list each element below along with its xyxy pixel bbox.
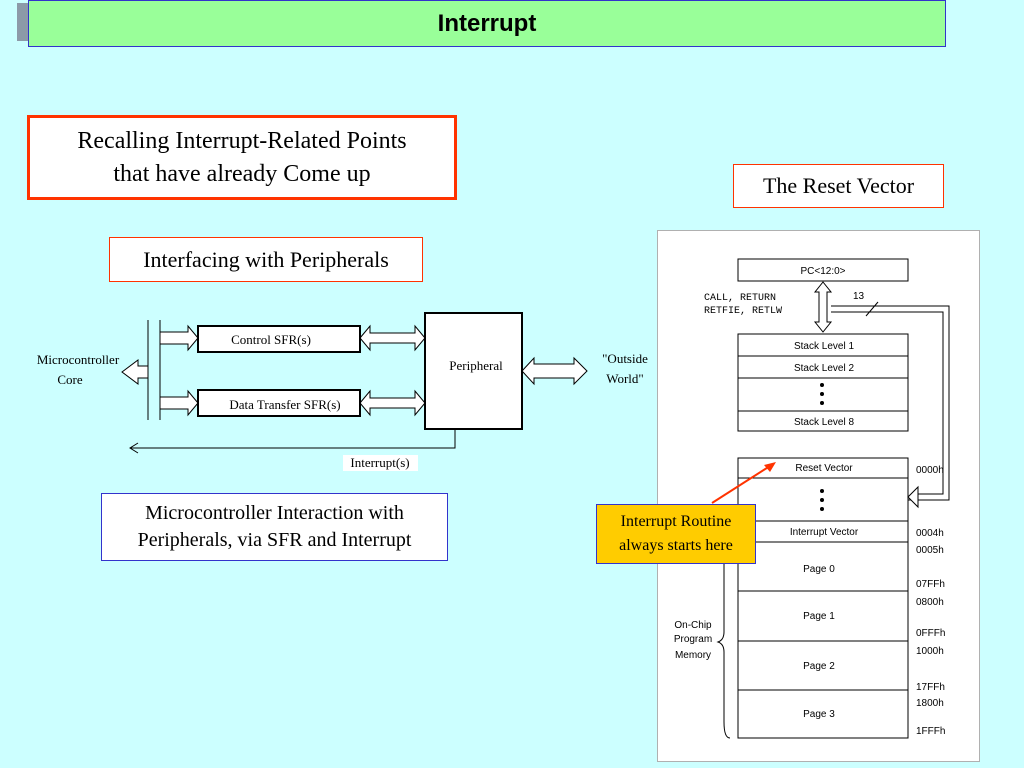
mem-dot-1 — [820, 489, 824, 493]
addr-0800h: 0800h — [916, 597, 944, 608]
stack-dot-2 — [820, 392, 824, 396]
stack-level-1: Stack Level 1 — [794, 341, 854, 352]
page-2-label: Page 2 — [803, 661, 835, 672]
pc-bus-inner — [831, 311, 944, 495]
interrupt-vector-label: Interrupt Vector — [790, 527, 859, 538]
bus-width-label: 13 — [853, 291, 865, 302]
reset-vector-label: Reset Vector — [795, 463, 853, 474]
addr-0fffh: 0FFFh — [916, 628, 945, 639]
stack-dot-1 — [820, 383, 824, 387]
addr-1800h: 1800h — [916, 698, 944, 709]
stack-box — [737, 333, 909, 432]
data-sfr-arrow — [159, 389, 199, 417]
callout-line-1: Interrupt Routine — [620, 513, 732, 530]
core-label-1: Microcontroller — [37, 352, 120, 367]
caption-line-2: Peripherals, via SFR and Interrupt — [137, 529, 412, 551]
interrupt-line — [130, 430, 456, 449]
stack-level-2: Stack Level 2 — [794, 363, 854, 374]
interrupt-routine-callout: Interrupt Routine always starts here — [596, 504, 756, 564]
recall-points-box: Recalling Interrupt-Related Points that … — [27, 115, 457, 200]
addr-07ffh: 07FFh — [916, 579, 945, 590]
peripheral-label: Peripheral — [449, 358, 503, 373]
reset-vector-title: The Reset Vector — [733, 164, 944, 208]
interrupt-label: Interrupt(s) — [350, 455, 409, 470]
interrupt-label-bg — [343, 455, 418, 471]
outside-world-arrow — [521, 356, 588, 386]
stack-level-8: Stack Level 8 — [794, 417, 854, 428]
page-1-label: Page 1 — [803, 611, 835, 622]
addr-1000h: 1000h — [916, 646, 944, 657]
recall-line-2: that have already Come up — [113, 160, 371, 187]
peripheral-box — [424, 312, 523, 430]
calls-label-1: CALL, RETURN — [704, 293, 776, 304]
calls-label-2: RETFIE, RETLW — [704, 306, 782, 317]
mem-dot-2 — [820, 498, 824, 502]
interaction-caption: Microcontroller Interaction with Periphe… — [101, 493, 448, 561]
program-memory-box — [737, 457, 909, 739]
mem-dot-3 — [820, 507, 824, 511]
page-0-label: Page 0 — [803, 564, 835, 575]
addr-0004h: 0004h — [916, 528, 944, 539]
addr-0000h: 0000h — [916, 465, 944, 476]
pc-bus-outer — [831, 305, 950, 501]
recall-line-1: Recalling Interrupt-Related Points — [77, 127, 407, 154]
data-sfr-label: Data Transfer SFR(s) — [229, 397, 340, 412]
addr-17ffh: 17FFh — [916, 682, 945, 693]
pc-box — [737, 258, 909, 282]
caption-line-1: Microcontroller Interaction with — [145, 502, 404, 524]
slide-title: Interrupt — [28, 0, 946, 47]
control-sfr-arrow — [159, 324, 199, 352]
onchip-brace — [716, 541, 731, 739]
page-3-label: Page 3 — [803, 709, 835, 720]
addr-1fffh: 1FFFh — [916, 726, 945, 737]
onchip-label-1: On-Chip — [674, 620, 712, 631]
data-sfr-box — [197, 389, 361, 417]
onchip-label-3: Memory — [675, 650, 711, 661]
title-bar-shadow — [17, 3, 29, 41]
pc-bus-arrowhead — [907, 485, 919, 509]
outside-label-1: "Outside — [602, 351, 648, 366]
callout-arrow — [711, 465, 771, 504]
interfacing-title: Interfacing with Peripherals — [109, 237, 423, 282]
callout-arrowhead — [764, 462, 776, 472]
stack-dot-3 — [820, 401, 824, 405]
control-sfr-label: Control SFR(s) — [231, 332, 311, 347]
bus-width-slash — [865, 301, 879, 317]
addr-0005h: 0005h — [916, 545, 944, 556]
peripheral-diagram: Microcontroller Core Control SFR(s) Data… — [37, 312, 648, 471]
pc-label: PC<12:0> — [800, 266, 845, 277]
control-sfr-box — [197, 325, 361, 353]
interrupt-arrowhead — [129, 442, 139, 454]
onchip-label-2: Program — [674, 634, 712, 645]
core-arrow — [121, 359, 149, 385]
pc-stack-arrow — [813, 281, 833, 333]
outside-label-2: World" — [606, 371, 643, 386]
core-label-2: Core — [57, 372, 83, 387]
callout-line-2: always starts here — [619, 537, 733, 554]
